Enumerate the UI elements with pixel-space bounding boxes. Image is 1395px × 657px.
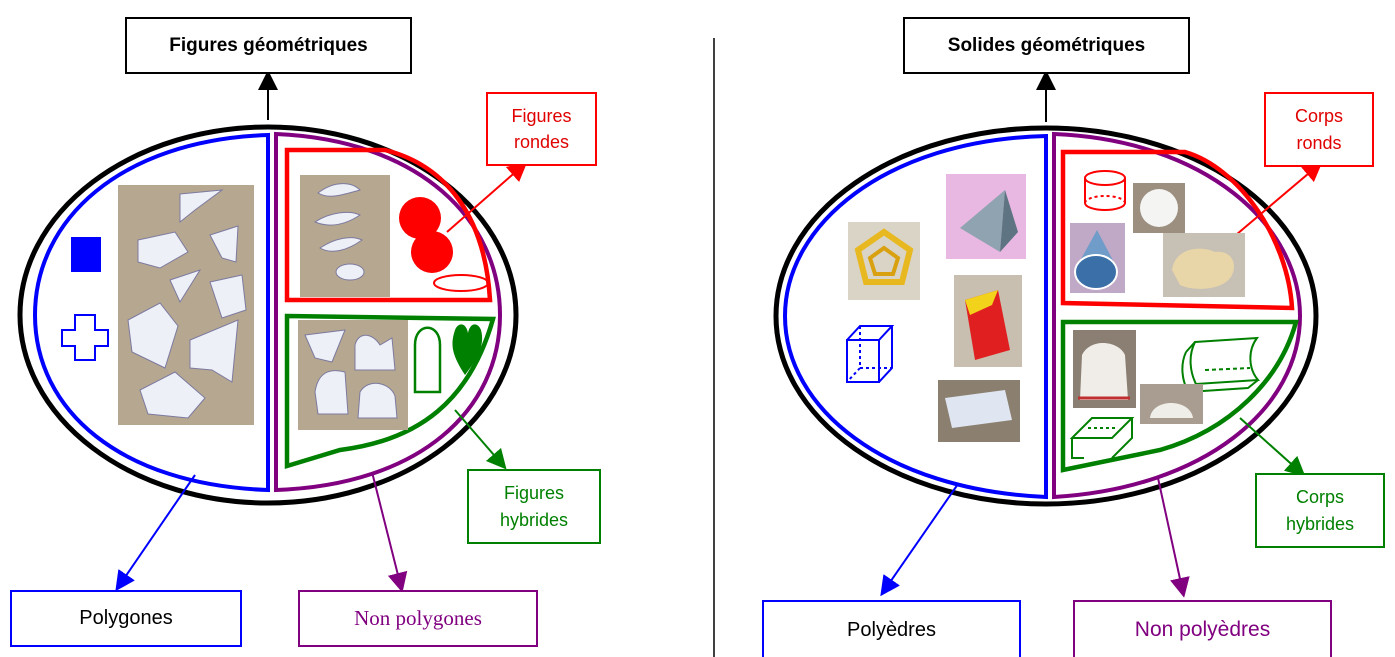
photo-prism [954,275,1022,367]
filled-square-icon [71,237,101,272]
polygons-label-box: Polygones [10,590,242,647]
photo-round-shapes [300,175,390,297]
red-ellipse-icon [433,274,489,292]
left-nonpolygon-arrow [371,471,408,593]
right-nonpolyhedra-region [1052,131,1303,500]
photo-sphere [1133,183,1185,233]
polyhedra-label-box: Polyèdres [762,600,1021,657]
left-hybrid-arrow [454,409,507,470]
right-hybrid-arrow [1239,417,1306,477]
round-bodies-label-box: Corps ronds [1264,92,1374,167]
polygons-label: Polygones [79,607,173,629]
right-diagram [773,70,1323,598]
left-title-box: Figures géométriques [125,17,412,74]
right-round-arrow [1229,161,1323,241]
photo-pyramid [946,174,1026,259]
left-hybrid-region [284,313,496,470]
photo-hybrid-block [1073,330,1136,408]
right-nonpolyhedra-arrow [1157,477,1190,598]
hybrid-figures-label-line2: hybrides [499,509,569,530]
round-bodies-label-line2: ronds [1296,132,1342,153]
red-circle-icon [399,197,441,239]
round-bodies-label-line1: Corps [1294,106,1343,127]
photo-paper-polygons [118,185,254,425]
right-polyhedra-region [782,133,1048,500]
left-diagram [17,70,528,593]
nonpolyhedra-label: Non polyèdres [1134,617,1271,641]
nonpolyhedra-label-box: Non polyèdres [1073,600,1332,657]
round-figures-label-line1: Figures [511,105,572,126]
right-round-region [1060,149,1295,311]
right-title: Solides géométriques [947,34,1146,56]
left-round-arrow [446,161,528,233]
left-round-region [284,147,493,303]
round-figures-label-box: Figures rondes [486,92,597,166]
cylinder-icon [1084,170,1126,211]
bridge-solid-icon [1069,417,1135,459]
photo-cone [1070,223,1125,293]
photo-hybrid-shapes [298,320,408,430]
photo-dodecahedron [848,222,920,300]
right-polyhedra-arrow [880,483,959,597]
photo-half-disc [1140,384,1203,424]
cross-outline-icon [61,314,109,361]
left-title: Figures géométriques [169,34,368,56]
right-title-box: Solides géométriques [903,17,1190,74]
heart-shape-icon [452,324,483,375]
left-nonpolygon-region [274,131,503,493]
polyhedra-label: Polyèdres [847,618,936,641]
photo-organic-form [1163,233,1245,297]
hybrid-bodies-label-line1: Corps [1295,487,1344,508]
wireframe-cube-icon [846,325,895,383]
nonpolygons-label-box: Non polygones [298,590,538,647]
hybrid-figures-label-line1: Figures [503,483,565,504]
red-circle-icon [411,231,453,273]
hybrid-figures-label-box: Figures hybrides [467,469,601,544]
left-polygon-arrow [115,474,196,592]
arch-shape-icon [413,326,442,394]
photo-rectangular-block [938,380,1020,442]
left-polygon-region [32,132,270,493]
round-figures-label-line2: rondes [513,132,570,152]
nonpolygons-label: Non polygones [354,606,482,631]
hybrid-bodies-label-box: Corps hybrides [1255,473,1385,548]
right-hybrid-region [1060,319,1299,473]
hybrid-bodies-label-line2: hybrides [1285,513,1355,534]
